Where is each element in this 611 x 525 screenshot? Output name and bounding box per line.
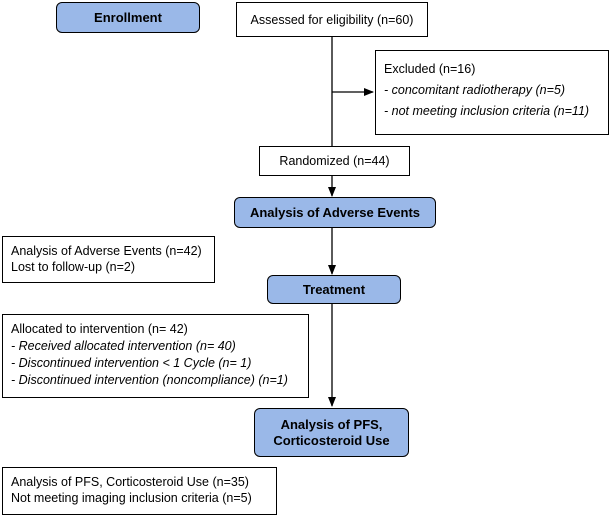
allocated-item: - Received allocated intervention (n= 40…: [11, 339, 236, 353]
pfs-phase-line: Analysis of PFS,: [280, 416, 383, 432]
excluded-item: - not meeting inclusion criteria (n=11): [384, 104, 590, 118]
randomized-box: Randomized (n=44): [259, 146, 410, 176]
allocated-title: Allocated to intervention (n= 42): [11, 322, 188, 336]
allocated-box: Allocated to intervention (n= 42) - Rece…: [2, 314, 309, 398]
pfs-analysis-line: Analysis of PFS, Corticosteroid Use (n=3…: [11, 475, 249, 489]
pfs-phase: Analysis of PFS, Corticosteroid Use: [254, 408, 409, 457]
allocated-item: - Discontinued intervention < 1 Cycle (n…: [11, 356, 252, 370]
enrollment-label: Enrollment: [56, 2, 200, 33]
treatment-phase: Treatment: [267, 275, 401, 304]
adverse-events-phase: Analysis of Adverse Events: [234, 197, 436, 228]
lost-followup-line: Lost to follow-up (n=2): [11, 260, 136, 274]
excluded-title: Excluded (n=16): [384, 62, 476, 76]
assessed-box: Assessed for eligibility (n=60): [236, 2, 428, 37]
adverse-events-box: Analysis of Adverse Events (n=42) Lost t…: [2, 236, 215, 283]
pfs-phase-line: Corticosteroid Use: [273, 432, 390, 448]
pfs-box: Analysis of PFS, Corticosteroid Use (n=3…: [2, 467, 277, 515]
imaging-exclusion-line: Not meeting imaging inclusion criteria (…: [11, 491, 252, 505]
excluded-box: Excluded (n=16) - concomitant radiothera…: [375, 50, 609, 135]
adverse-line: Analysis of Adverse Events (n=42): [11, 244, 202, 258]
excluded-item: - concomitant radiotherapy (n=5): [384, 83, 565, 97]
allocated-item: - Discontinued intervention (noncomplian…: [11, 373, 288, 387]
